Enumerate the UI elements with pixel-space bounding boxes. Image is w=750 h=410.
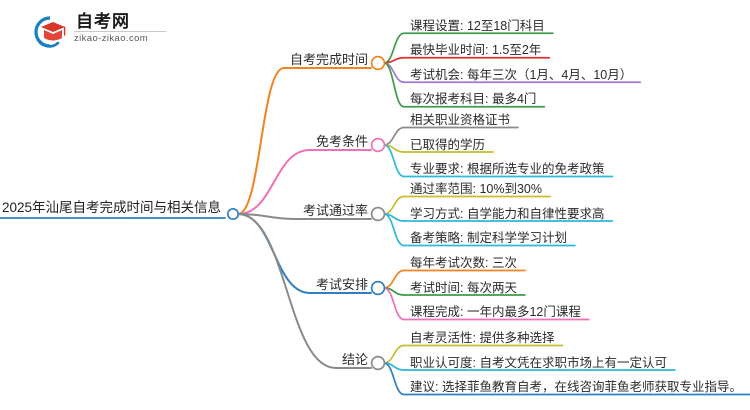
branch-node-label-1[interactable]: 自考完成时间 xyxy=(289,51,368,67)
leaf-node-label-1-3[interactable]: 考试机会: 每年三次（1月、4月、10月） xyxy=(410,67,633,82)
logo-divider xyxy=(74,31,166,32)
branch-node-label-2[interactable]: 免考条件 xyxy=(315,133,368,149)
node-group xyxy=(226,55,386,371)
leaf-node-label-2-3[interactable]: 专业要求: 根据所选专业的免考政策 xyxy=(410,162,605,176)
leaf-node-label-5-2[interactable]: 职业认可度: 自考文凭在求职市场上有一定认可 xyxy=(410,355,667,370)
leaf-node-label-2-2[interactable]: 已取得的学历 xyxy=(410,137,486,152)
leaf-node-label-4-1[interactable]: 每年考试次数: 三次 xyxy=(410,256,517,270)
logo-brand-name: 自考网 xyxy=(76,12,130,31)
root-node-label: 2025年汕尾自考完成时间与相关信息 xyxy=(1,200,221,215)
branch-node-label-4[interactable]: 考试安排 xyxy=(315,276,368,292)
leaf-node-label-3-2[interactable]: 学习方式: 自学能力和自律性要求高 xyxy=(410,206,605,221)
leaf-node-label-3-1[interactable]: 通过率范围: 10%到30% xyxy=(410,182,542,196)
leaf-node-label-3-3[interactable]: 备考策略: 制定科学学习计划 xyxy=(410,231,567,245)
graduation-cap-icon xyxy=(28,14,68,50)
leaf-node-label-4-2[interactable]: 考试时间: 每次两天 xyxy=(410,280,517,295)
leaf-node-label-5-1[interactable]: 自考灵活性: 提供多种选择 xyxy=(410,331,555,345)
leaf-node-label-1-4[interactable]: 每次报考科目: 最多4门 xyxy=(410,92,537,107)
leaf-node-label-1-1[interactable]: 课程设置: 12至18门科目 xyxy=(410,18,545,33)
branch-node-label-5[interactable]: 结论 xyxy=(341,351,368,367)
branch-node-label-3[interactable]: 考试通过率 xyxy=(302,202,368,218)
leaf-node-label-4-3[interactable]: 课程完成: 一年内最多12门课程 xyxy=(410,305,581,319)
logo-brand-url: zikao-zikao.com xyxy=(74,33,149,44)
edge-group xyxy=(0,32,750,396)
leaf-node-label-2-1[interactable]: 相关职业资格证书 xyxy=(410,113,511,127)
leaf-node-label-1-2[interactable]: 最快毕业时间: 1.5至2年 xyxy=(410,43,542,58)
site-logo: 自考网 zikao-zikao.com xyxy=(28,12,168,52)
leaf-node-label-5-3[interactable]: 建议: 选择菲鱼教育自考，在线咨询菲鱼老师获取专业指导。 xyxy=(410,380,742,394)
